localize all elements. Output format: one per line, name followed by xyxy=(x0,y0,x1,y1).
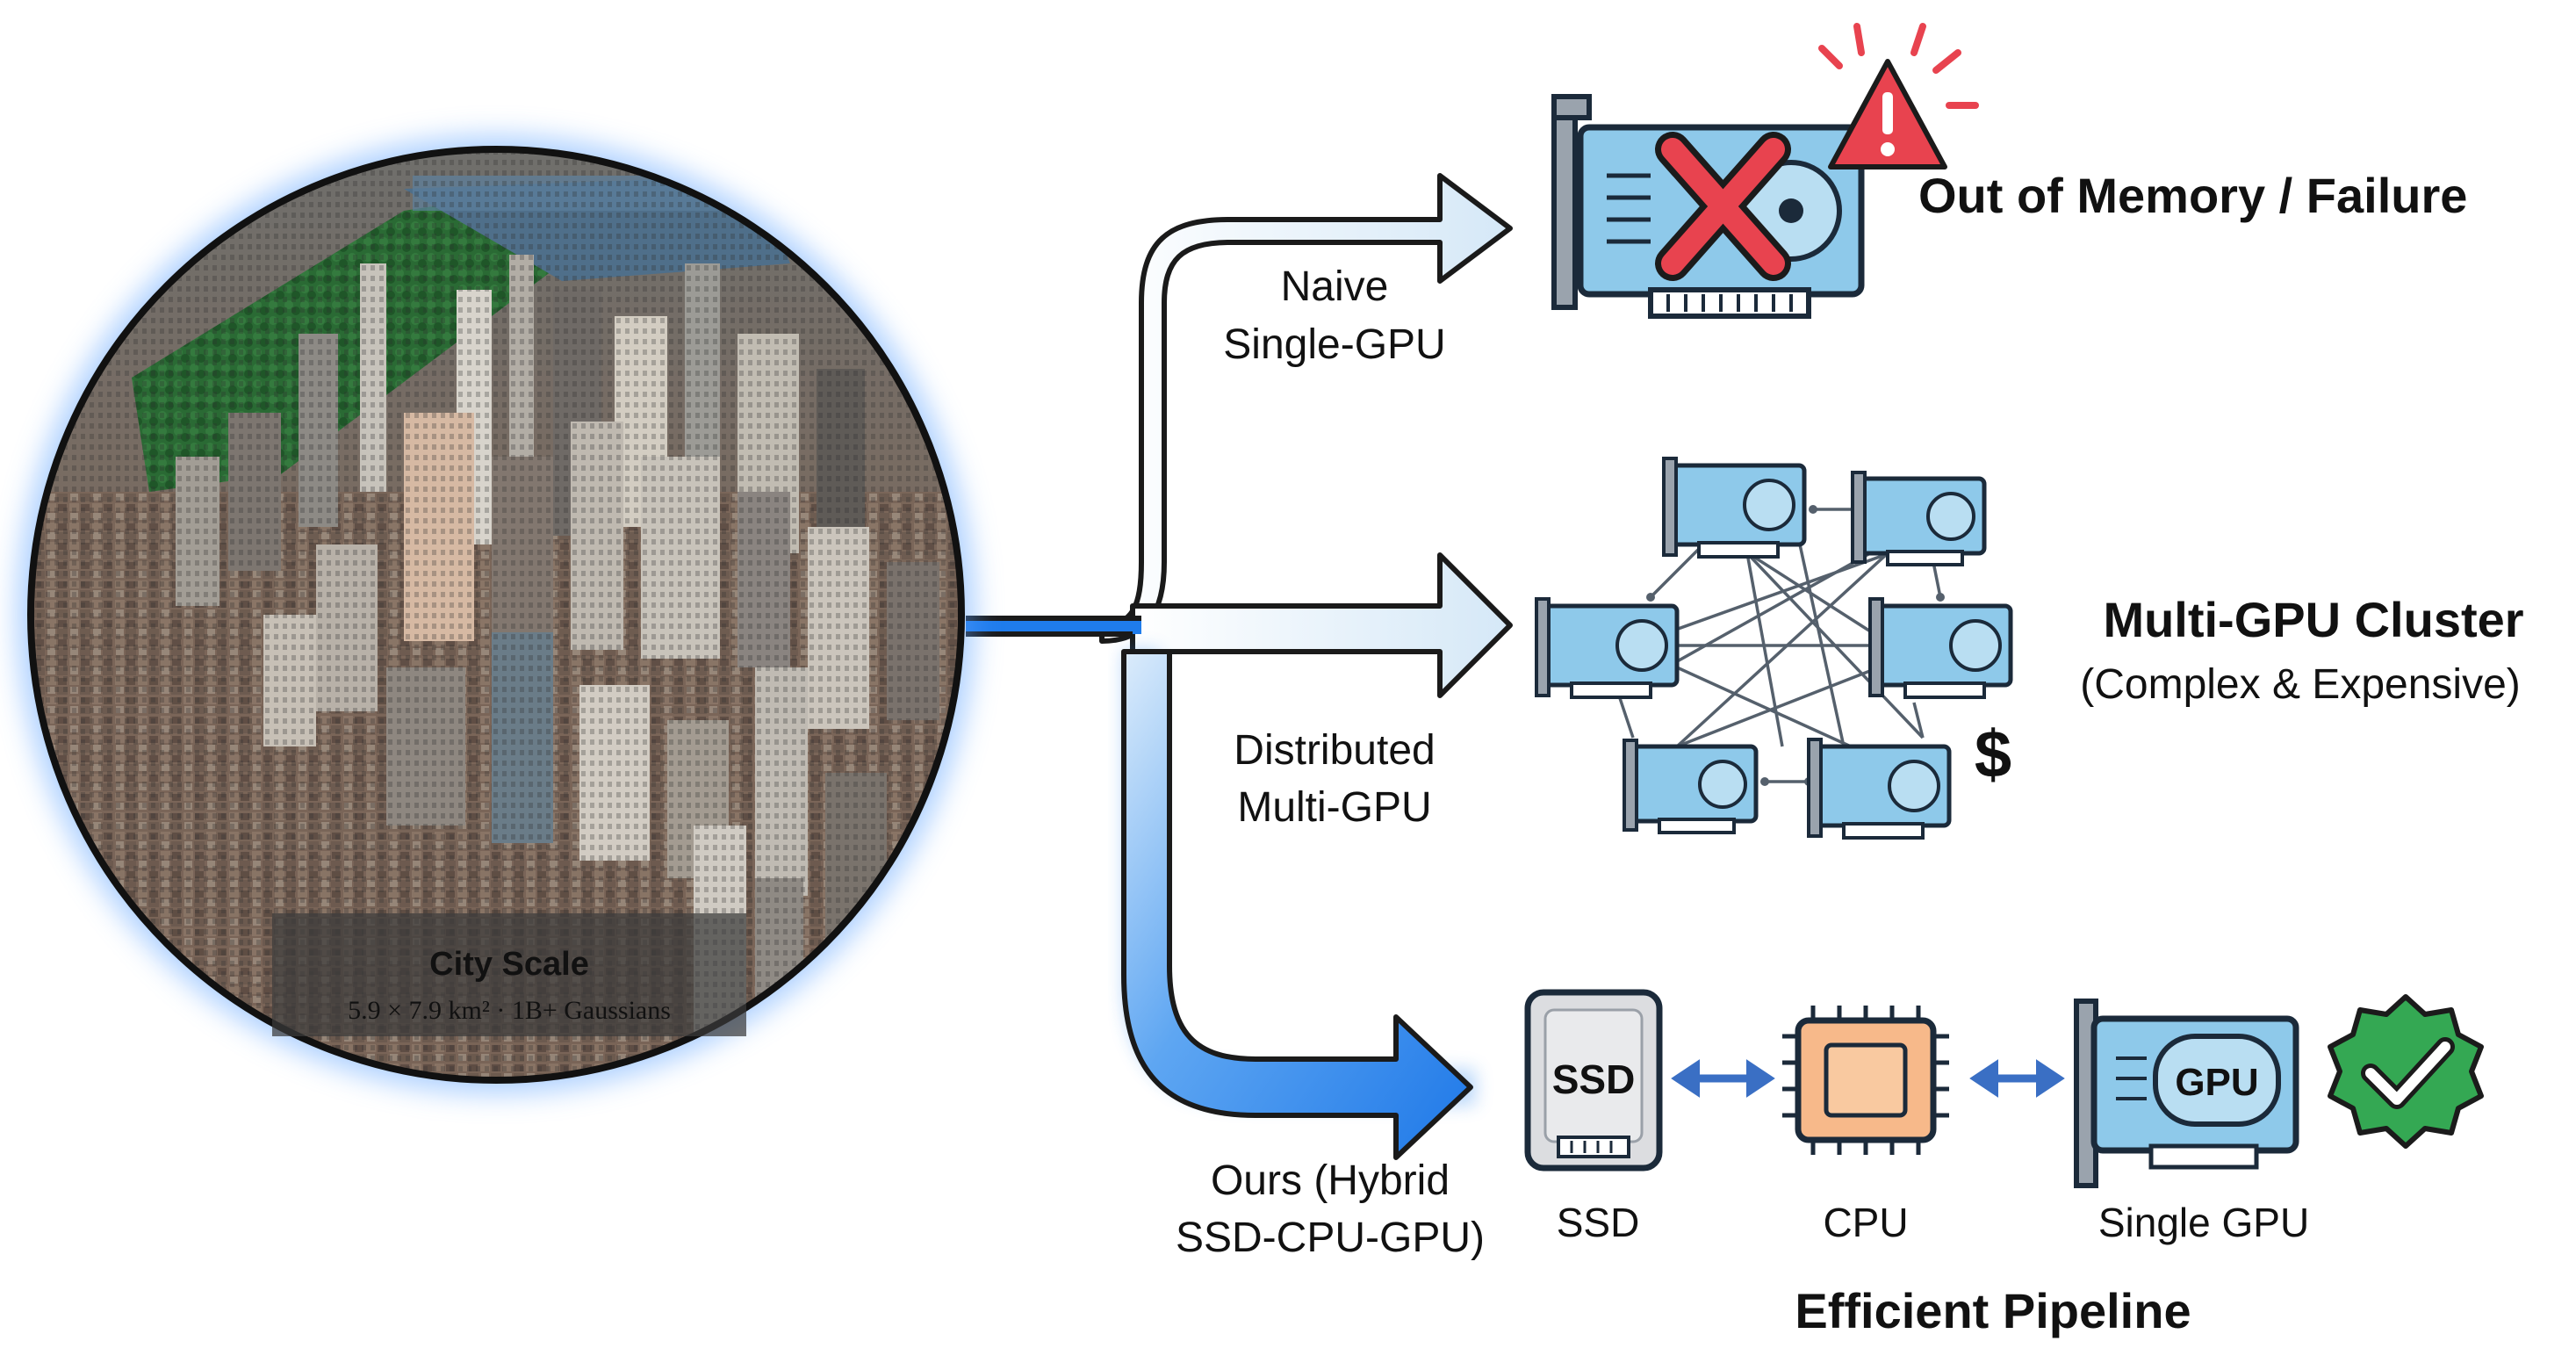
cluster-gpu-icon xyxy=(1623,739,1759,834)
distributed-label-line1: Distributed xyxy=(1234,727,1435,774)
bidirectional-arrow-icon xyxy=(1671,1059,1775,1098)
arrow-ours xyxy=(1121,649,1473,1160)
ours-label-line2: SSD-CPU-GPU) xyxy=(1176,1215,1485,1261)
cluster-gpu-icon xyxy=(1662,457,1807,559)
ours-label-line1: Ours (Hybrid xyxy=(1211,1157,1450,1204)
city-title: City Scale xyxy=(429,946,589,983)
distributed-label-line2: Multi-GPU xyxy=(1237,784,1431,831)
arrow-naive xyxy=(1099,173,1513,644)
path-labels: Naive Single-GPU Distributed Multi-GPU O… xyxy=(1176,263,1485,1261)
check-badge-icon xyxy=(2328,994,2484,1149)
cpu-icon xyxy=(1782,1006,1949,1155)
pipeline-label-ssd: SSD xyxy=(1557,1200,1640,1245)
arrow-trunk xyxy=(966,618,1141,634)
city-subtitle: 5.9 × 7.9 km² · 1B+ Gaussians xyxy=(348,996,671,1025)
dollar-sign: $ xyxy=(1975,717,2011,792)
cluster-links xyxy=(1614,508,1942,783)
ssd-chip-label: SSD xyxy=(1552,1056,1636,1102)
pipeline-title: Efficient Pipeline xyxy=(1795,1283,2191,1338)
cluster-subtitle: (Complex & Expensive) xyxy=(2080,661,2521,708)
cluster-gpu-icon xyxy=(1851,471,1987,566)
failure-label: Out of Memory / Failure xyxy=(1918,168,2467,223)
arrow-ours-glow xyxy=(1124,650,1475,1105)
city-caption-box xyxy=(272,913,746,1036)
city-image: City Scale 5.9 × 7.9 km² · 1B+ Gaussians xyxy=(18,136,975,1093)
bidirectional-arrow-icon xyxy=(1969,1059,2065,1098)
single-gpu-icon xyxy=(2074,999,2299,1188)
gpu-chip-label: GPU xyxy=(2175,1061,2258,1104)
ssd-icon xyxy=(1524,989,1663,1172)
pipeline-label-cpu: CPU xyxy=(1823,1200,1908,1245)
gpu-cluster-group: $ Multi-GPU Cluster (Complex & Expensive… xyxy=(1535,457,2524,840)
gpu-card-crossed-icon xyxy=(1551,94,1865,319)
flow-arrows xyxy=(966,173,1513,1160)
cluster-gpu-icon xyxy=(1535,597,1680,699)
pipeline-group: SSD xyxy=(1524,989,2484,1338)
warning-triangle-icon xyxy=(1818,23,1979,169)
pipeline-label-gpu: Single GPU xyxy=(2098,1200,2309,1245)
cluster-gpu-icon xyxy=(1807,738,1952,840)
failure-gpu-group: Out of Memory / Failure xyxy=(1551,23,2467,319)
cluster-gpu-icon xyxy=(1868,597,2013,699)
naive-label-line2: Single-GPU xyxy=(1223,321,1445,368)
cluster-title: Multi-GPU Cluster xyxy=(2103,592,2523,647)
naive-label-line1: Naive xyxy=(1281,263,1389,310)
arrow-distributed xyxy=(1130,552,1513,698)
